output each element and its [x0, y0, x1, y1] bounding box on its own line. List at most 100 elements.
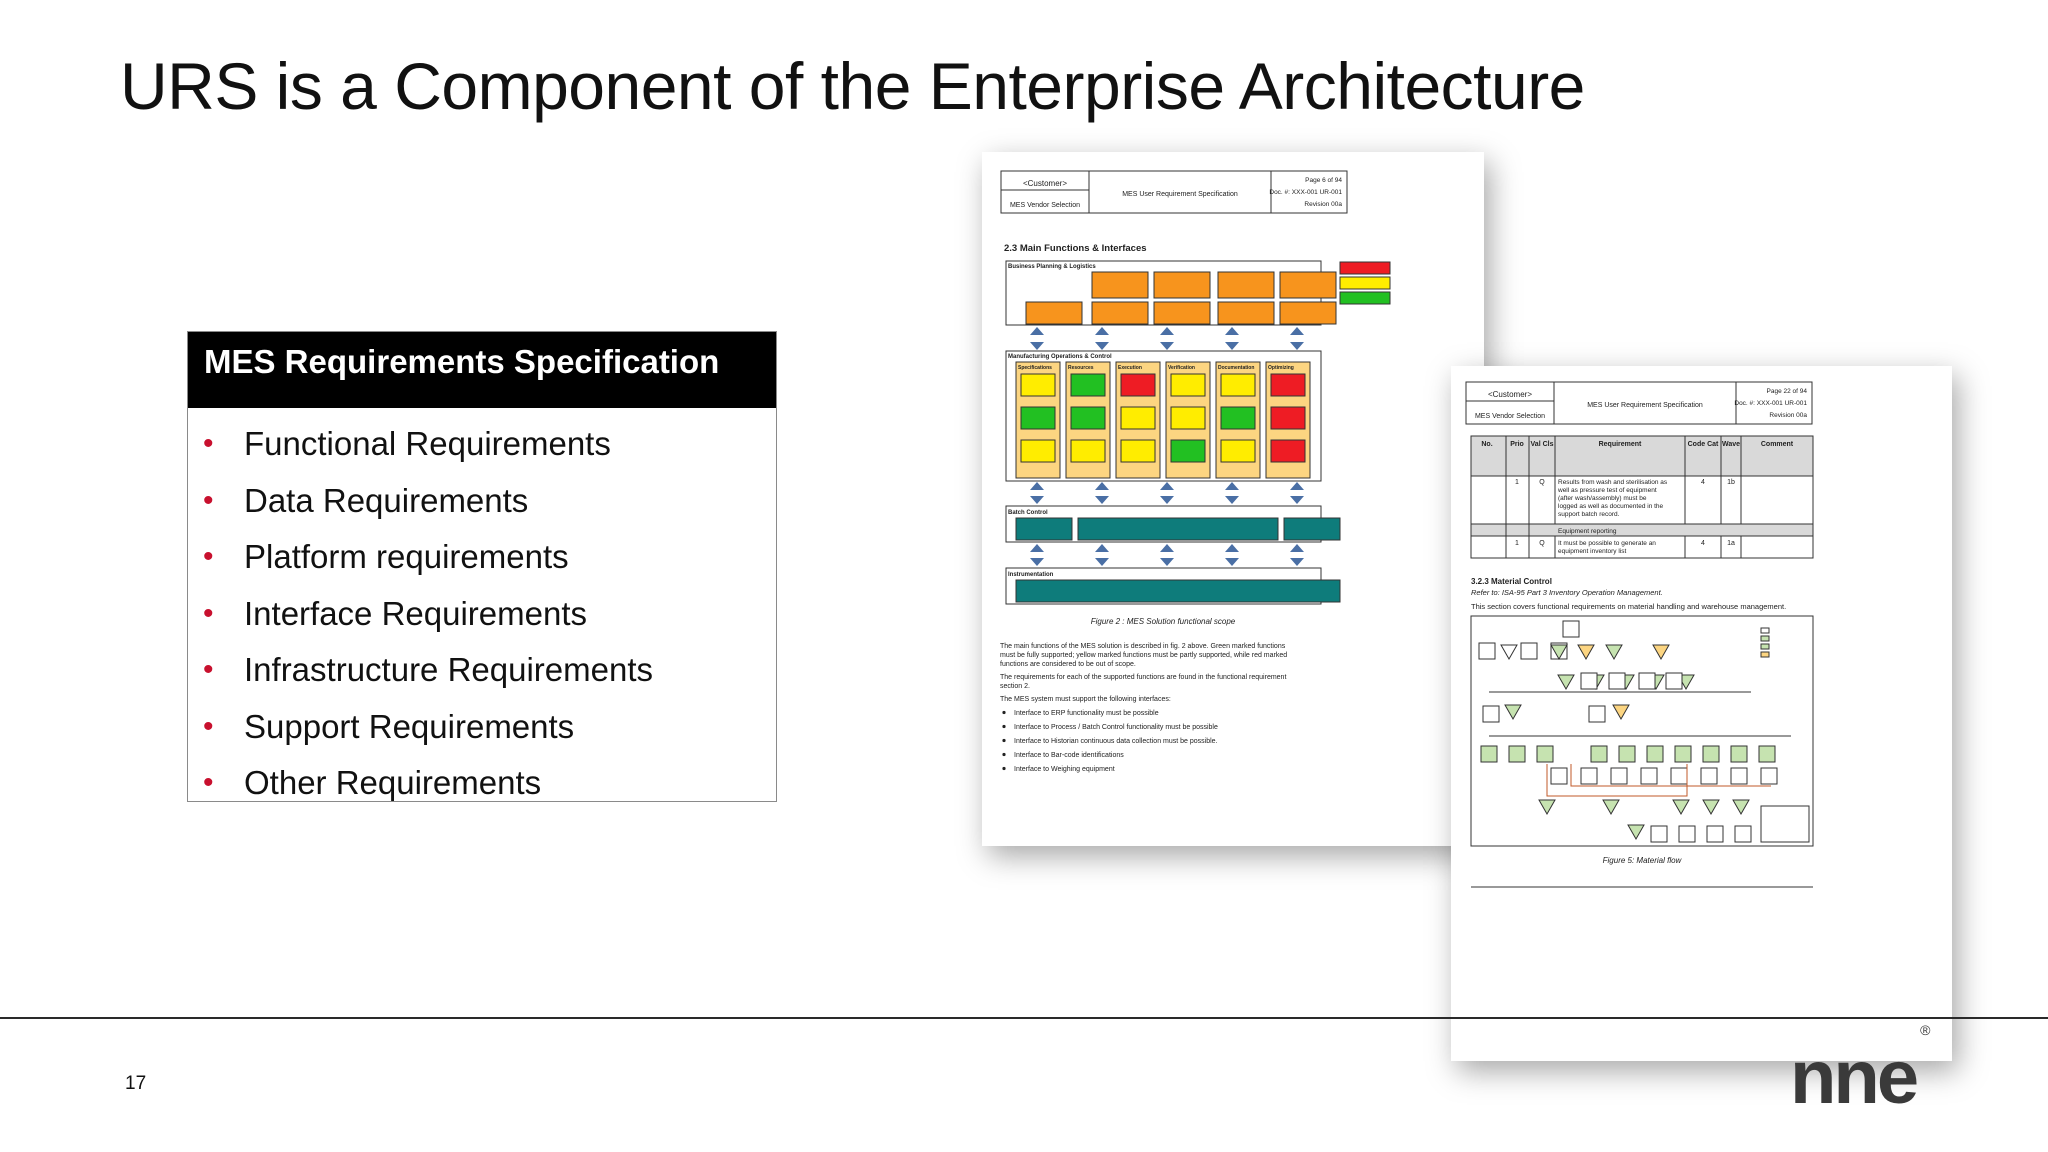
doc2-doc-no: Doc. #: XXX-001 UR-001 — [1734, 400, 1807, 407]
page-number: 17 — [125, 1073, 147, 1094]
flow-station-icon — [1678, 825, 1696, 843]
doc2-intro: This section covers functional requireme… — [1471, 602, 1786, 611]
bullet-icon: • — [203, 483, 214, 517]
flow-station-icon — [1478, 642, 1496, 660]
doc1-function-cell — [1220, 439, 1256, 463]
doc1-column-label: Resources — [1068, 365, 1094, 371]
doc2-cell-wave: 1a — [1727, 540, 1735, 547]
doc2-cell-requirement: Results from wash and sterilisation as — [1558, 479, 1668, 486]
slide-title: URS is a Component of the Enterprise Arc… — [120, 49, 1585, 123]
document-2-svg: <Customer> MES Vendor Selection MES User… — [1465, 381, 1814, 888]
doc2-section: 3.2.3 Material Control — [1471, 577, 1552, 586]
flow-triangle-icon — [1504, 704, 1522, 721]
doc1-interface-item: Interface to Weighing equipment — [1014, 766, 1115, 773]
doc1-revision: Revision 00a — [1304, 201, 1342, 208]
requirements-list: •Functional Requirements•Data Requiremen… — [188, 408, 776, 812]
requirement-item: •Support Requirements — [188, 699, 776, 756]
bullet-icon: • — [203, 540, 214, 573]
flow-triangle-icon — [1732, 799, 1750, 816]
doc1-interface-item: Interface to Historian continuous data c… — [1014, 738, 1218, 745]
bullet-icon — [1002, 738, 1006, 743]
doc1-doc-no: Doc. #: XXX-001 UR-001 — [1269, 189, 1342, 196]
bullet-icon — [1002, 724, 1006, 729]
requirement-item-label: Other Requirements — [244, 764, 542, 801]
doc2-cell-requirement: logged as well as documented in the — [1558, 503, 1664, 510]
requirement-item-label: Interface Requirements — [244, 594, 588, 632]
requirements-box: MES Requirements Specification •Function… — [187, 331, 777, 802]
doc2-group-label: Equipment reporting — [1558, 528, 1617, 535]
document-1-svg: <Customer> MES Vendor Selection MES User… — [1000, 170, 1391, 773]
requirement-item: •Infrastructure Requirements — [188, 642, 776, 699]
flow-station-icon — [1674, 745, 1692, 763]
flow-triangle-icon — [1602, 799, 1620, 816]
doc1-mfg-box — [1005, 350, 1322, 482]
document-page-material-control: <Customer> MES Vendor Selection MES User… — [1451, 366, 1952, 1061]
doc2-cell-requirement: well as pressure test of equipment — [1557, 487, 1657, 494]
flow-station-icon — [1562, 620, 1580, 638]
doc1-function-cell — [1270, 406, 1306, 430]
doc1-function-cell — [1170, 373, 1206, 397]
flow-triangle-icon — [1538, 799, 1556, 816]
bullet-icon — [1002, 710, 1006, 715]
doc1-function-cell — [1070, 439, 1106, 463]
doc2-table-header: Wave — [1722, 441, 1740, 448]
flow-station-icon — [1580, 767, 1598, 785]
requirement-item-label: Functional Requirements — [244, 425, 611, 462]
doc2-cell-requirement: equipment inventory list — [1558, 548, 1626, 555]
doc1-column-label: Documentation — [1218, 365, 1254, 371]
doc1-function-cell — [1220, 373, 1256, 397]
flow-station-icon — [1480, 745, 1498, 763]
doc2-cell-requirement: It must be possible to generate an — [1558, 540, 1656, 547]
doc2-table-header: No. — [1481, 441, 1492, 448]
doc2-table-header: Comment — [1761, 441, 1794, 448]
doc1-page: Page 6 of 94 — [1305, 177, 1342, 184]
doc2-revision: Revision 00a — [1769, 412, 1807, 419]
flow-station-icon — [1580, 672, 1598, 690]
doc2-table-header: Requirement — [1599, 441, 1642, 448]
flow-station-icon — [1520, 642, 1538, 660]
doc1-paragraph-line: section 2. — [1000, 683, 1030, 690]
doc1-instr-label: Instrumentation — [1008, 572, 1054, 578]
doc1-column-label: Optimizing — [1268, 365, 1294, 371]
logo-text: nne — [1790, 1035, 1919, 1120]
doc2-page: Page 22 of 94 — [1767, 388, 1808, 395]
doc1-function-cell — [1070, 373, 1106, 397]
doc1-paragraph-line: The main functions of the MES solution i… — [1000, 643, 1286, 650]
doc1-function-cell — [1020, 373, 1056, 397]
flow-station-icon — [1665, 672, 1683, 690]
doc2-figure-caption: Figure 5: Material flow — [1603, 856, 1683, 865]
doc2-material-flow-diagram — [1470, 615, 1814, 847]
doc1-function-cell — [1070, 406, 1106, 430]
doc1-column-label: Verification — [1168, 365, 1195, 371]
flow-station-icon — [1706, 825, 1724, 843]
doc2-cell-val: Q — [1539, 540, 1545, 547]
bullet-icon — [1002, 752, 1006, 757]
doc1-customer: <Customer> — [1023, 179, 1067, 188]
footer-divider — [0, 1017, 2048, 1019]
doc1-function-cell — [1120, 373, 1156, 397]
logo-registered-mark: ® — [1920, 1021, 1931, 1038]
doc1-function-cell — [1270, 373, 1306, 397]
doc2-table-header: Prio — [1510, 441, 1524, 448]
flow-legend-swatch — [1760, 635, 1770, 642]
nne-logo: nne® — [1790, 1023, 1930, 1116]
flow-station-icon — [1650, 825, 1668, 843]
doc1-header-table — [1000, 170, 1348, 214]
flow-station-icon — [1646, 745, 1664, 763]
bullet-icon: • — [203, 766, 214, 799]
doc1-vendor-selection: MES Vendor Selection — [1010, 202, 1080, 209]
doc1-interface-item: Interface to ERP functionality must be p… — [1014, 710, 1159, 717]
flow-station-icon — [1730, 767, 1748, 785]
flow-triangle-icon — [1557, 674, 1575, 691]
doc1-interfaces-intro: The MES system must support the followin… — [1000, 696, 1171, 703]
flow-station-icon — [1640, 767, 1658, 785]
doc2-table-header: Code Cat — [1688, 441, 1719, 448]
doc2-cell-val: Q — [1539, 479, 1545, 486]
requirement-item: •Functional Requirements — [188, 416, 776, 473]
flow-triangle-icon — [1702, 799, 1720, 816]
doc1-interface-item: Interface to Bar-code identifications — [1014, 752, 1124, 759]
doc2-requirements-table — [1470, 435, 1814, 559]
doc1-function-cell — [1220, 406, 1256, 430]
